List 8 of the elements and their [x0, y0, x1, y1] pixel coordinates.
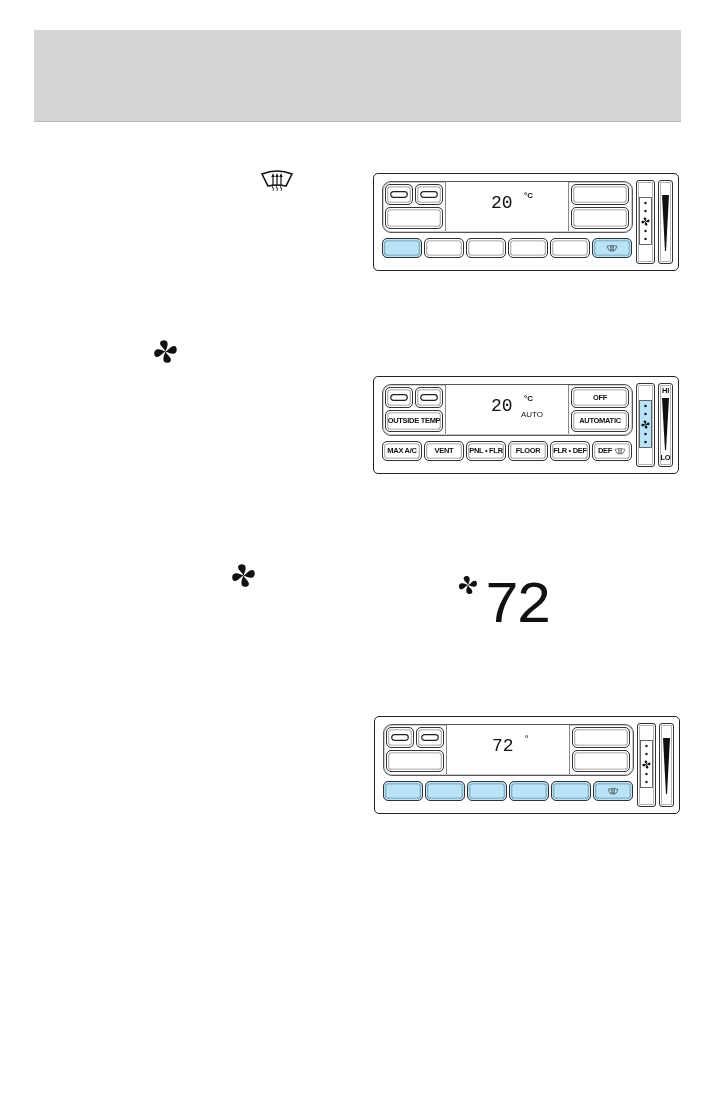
unit-label: ° [525, 734, 529, 743]
temperature-readout: 72 [484, 576, 548, 636]
unit-label: °C [524, 191, 533, 200]
unit-label: °C [524, 394, 533, 403]
temperature-readout: 20 [491, 397, 513, 415]
temperature-readout: 20 [491, 194, 513, 212]
mode-label: AUTO [521, 410, 544, 419]
temperature-readout: 72 [492, 737, 514, 755]
